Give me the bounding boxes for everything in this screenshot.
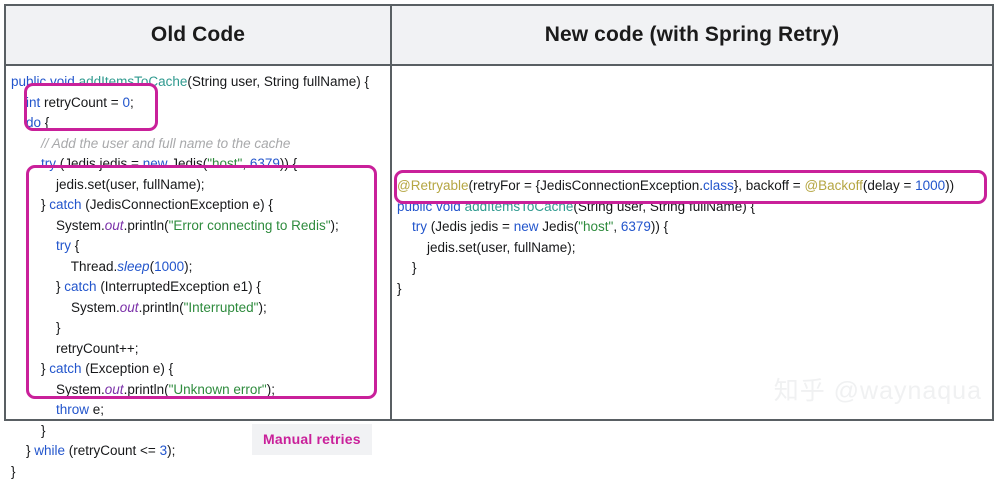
column-header-old-code: Old Code: [6, 6, 392, 64]
cell-old-code: public void addItemsToCache(String user,…: [6, 66, 392, 479]
new-code-block: @Retryable(retryFor = {JedisConnectionEx…: [397, 178, 955, 296]
cell-new-code: @Retryable(retryFor = {JedisConnectionEx…: [392, 66, 992, 419]
column-header-new-code: New code (with Spring Retry): [544, 23, 840, 46]
old-code-block: public void addItemsToCache(String user,…: [11, 74, 369, 479]
watermark: 知乎 @waynaqua: [773, 377, 982, 405]
table-header-row: Old Code New code (with Spring Retry): [6, 6, 992, 66]
comparison-table: Old Code New code (with Spring Retry) pu…: [4, 4, 994, 479]
table-body-row: public void addItemsToCache(String user,…: [6, 66, 992, 479]
